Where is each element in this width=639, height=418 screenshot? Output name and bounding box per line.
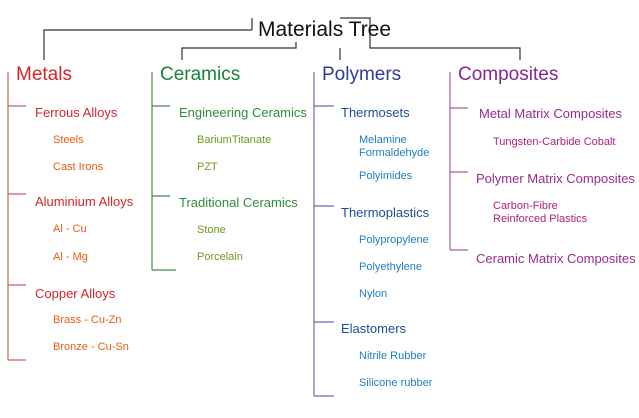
subcategory-engineering-ceramics: Engineering Ceramics [179, 105, 307, 120]
leaf-brass: Brass - Cu-Zn [53, 314, 122, 326]
ceramics-branch-line [151, 72, 176, 271]
subcategory-ferrous-alloys: Ferrous Alloys [35, 105, 118, 120]
polymers-branch-line [313, 72, 334, 397]
subcategory-metal-matrix-composites: Metal Matrix Composites [479, 106, 623, 121]
subcategory-traditional-ceramics: Traditional Ceramics [179, 195, 298, 210]
leaf-cast-irons: Cast Irons [53, 161, 104, 173]
leaf-nitrile-rubber: Nitrile Rubber [359, 350, 427, 362]
leaf-tungsten-carbide-cobalt: Tungsten-Carbide Cobalt [493, 136, 616, 148]
subcategory-ceramic-matrix-composites: Ceramic Matrix Composites [476, 251, 636, 266]
subcategory-copper-alloys: Copper Alloys [35, 286, 116, 301]
leaf-pzt: PZT [197, 161, 218, 173]
category-metals: Metals [16, 64, 72, 85]
leaf-bronze: Bronze - Cu-Sn [53, 341, 129, 353]
composites-branch-line [449, 72, 468, 251]
leaf-polyimides: Polyimides [359, 170, 413, 182]
subcategory-elastomers: Elastomers [341, 321, 407, 336]
category-ceramics: Ceramics [160, 64, 241, 85]
subcategory-polymer-matrix-composites: Polymer Matrix Composites [476, 171, 635, 186]
metals-branch-line [7, 72, 26, 361]
tree-root-title: Materials Tree [258, 18, 392, 41]
subcategory-thermosets: Thermosets [341, 105, 410, 120]
leaf-melamine-formaldehyde: Melamine Formaldehyde [359, 134, 430, 159]
leaf-polypropylene: Polypropylene [359, 234, 429, 246]
category-composites: Composites [458, 64, 559, 85]
leaf-al-mg: Al - Mg [53, 251, 88, 263]
leaf-steels: Steels [53, 134, 84, 146]
leaf-stone: Stone [197, 224, 226, 236]
leaf-silicone-rubber: Silicone rubber [359, 377, 433, 389]
leaf-polyethylene: Polyethylene [359, 261, 422, 273]
leaf-porcelain: Porcelain [197, 251, 243, 263]
root-connector [43, 17, 521, 60]
leaf-nylon: Nylon [359, 288, 388, 300]
category-polymers: Polymers [322, 64, 402, 85]
leaf-carbon-fibre-reinforced-plastics: Carbon-Fibre Reinforced Plastics [493, 200, 588, 225]
subcategory-thermoplastics: Thermoplastics [341, 205, 430, 220]
leaf-bariumtitanate: BariumTitanate [197, 134, 272, 146]
subcategory-aluminium-alloys: Aluminium Alloys [35, 194, 134, 209]
leaf-al-cu: Al - Cu [53, 223, 87, 235]
